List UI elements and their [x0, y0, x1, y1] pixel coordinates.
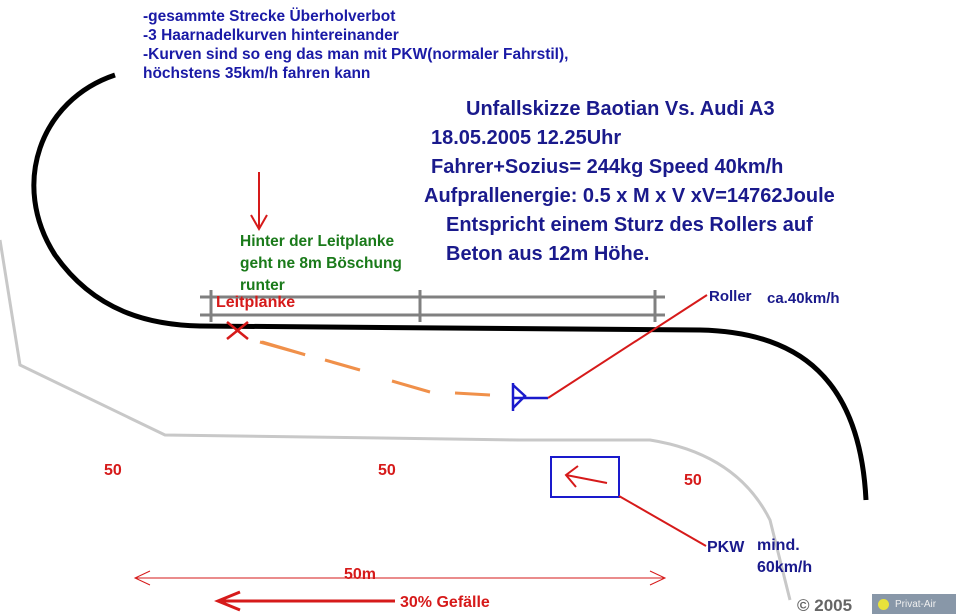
guardrail-label: Leitplanke — [216, 294, 296, 311]
pkw-label: PKW — [707, 539, 745, 556]
badge-label: Privat-Air — [895, 598, 937, 610]
roller-label: Roller — [709, 288, 752, 305]
guardrail — [200, 290, 665, 322]
slope-label: 30% Gefälle — [400, 594, 490, 611]
distance-arrow — [133, 570, 667, 586]
pkw-pointer — [618, 495, 707, 547]
title-line-1: Unfallskizze Baotian Vs. Audi A3 — [466, 98, 775, 120]
note-line: -Kurven sind so eng das man mit PKW(norm… — [143, 46, 569, 63]
embankment-line: Hinter der Leitplanke — [240, 233, 395, 250]
car-box — [550, 456, 620, 498]
note-line: -gesammte Strecke Überholverbot — [143, 8, 396, 25]
road-black — [31, 72, 869, 501]
speed-limit-2: 50 — [378, 462, 396, 479]
speed-limit-3: 50 — [684, 472, 702, 489]
roller-pointer — [547, 294, 708, 399]
embankment-note: Hinter der Leitplanke geht ne 8m Böschun… — [240, 231, 402, 297]
impact-x-mark — [226, 321, 249, 340]
note-line: -3 Haarnadelkurven hintereinander — [143, 27, 399, 44]
copyright: © 2005 — [797, 596, 853, 614]
logo-icon — [878, 598, 889, 610]
pkw-speed-line-1: mind. — [757, 537, 800, 554]
scooter-symbol — [511, 383, 548, 411]
note-line: höchstens 35km/h fahren kann — [143, 65, 371, 82]
embankment-line: geht ne 8m Böschung — [240, 255, 402, 272]
title-line-3: Fahrer+Sozius= 244kg Speed 40km/h — [431, 156, 784, 178]
scooter-trajectory — [259, 340, 491, 397]
title-line-6: Beton aus 12m Höhe. — [446, 243, 650, 265]
pkw-speed-line-2: 60km/h — [757, 559, 813, 576]
slope-arrow — [214, 590, 395, 612]
distance-label: 50m — [344, 566, 377, 583]
title-line-5: Entspricht einem Sturz des Rollers auf — [446, 214, 813, 236]
privat-air-badge: Privat-Air — [872, 594, 956, 614]
notes: -gesammte Strecke Überholverbot -3 Haarn… — [143, 7, 568, 83]
title-line-4: Aufprallenergie: 0.5 x M x V xV=14762Jou… — [424, 185, 835, 207]
down-arrow — [250, 172, 268, 232]
roller-speed: ca.40km/h — [767, 290, 840, 307]
embankment-line: runter — [240, 277, 285, 294]
title-line-2: 18.05.2005 12.25Uhr — [431, 127, 622, 149]
speed-limit-1: 50 — [104, 462, 122, 479]
car-direction-arrow — [564, 465, 608, 488]
road-edge-gray — [0, 239, 792, 601]
